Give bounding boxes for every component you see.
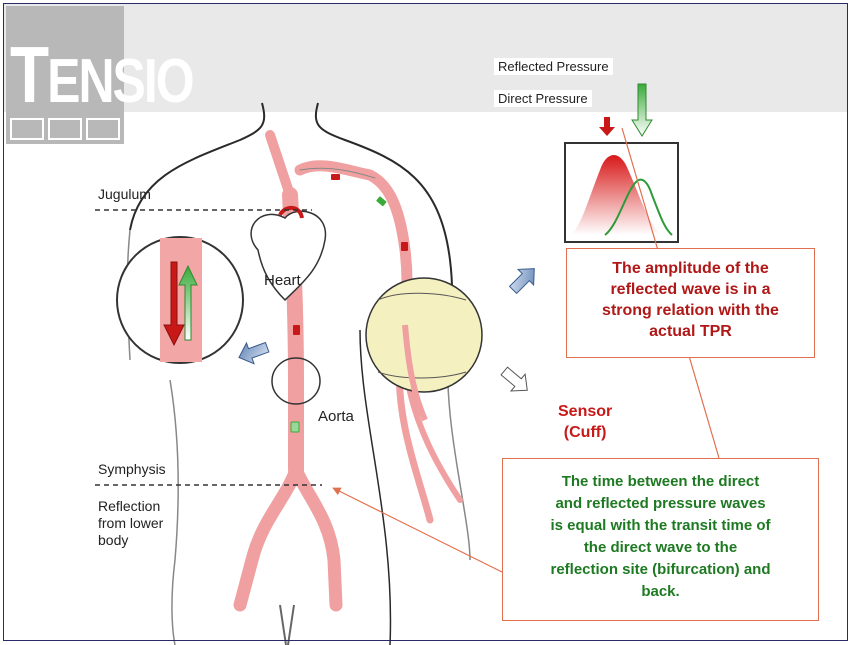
outer-frame <box>3 3 848 641</box>
